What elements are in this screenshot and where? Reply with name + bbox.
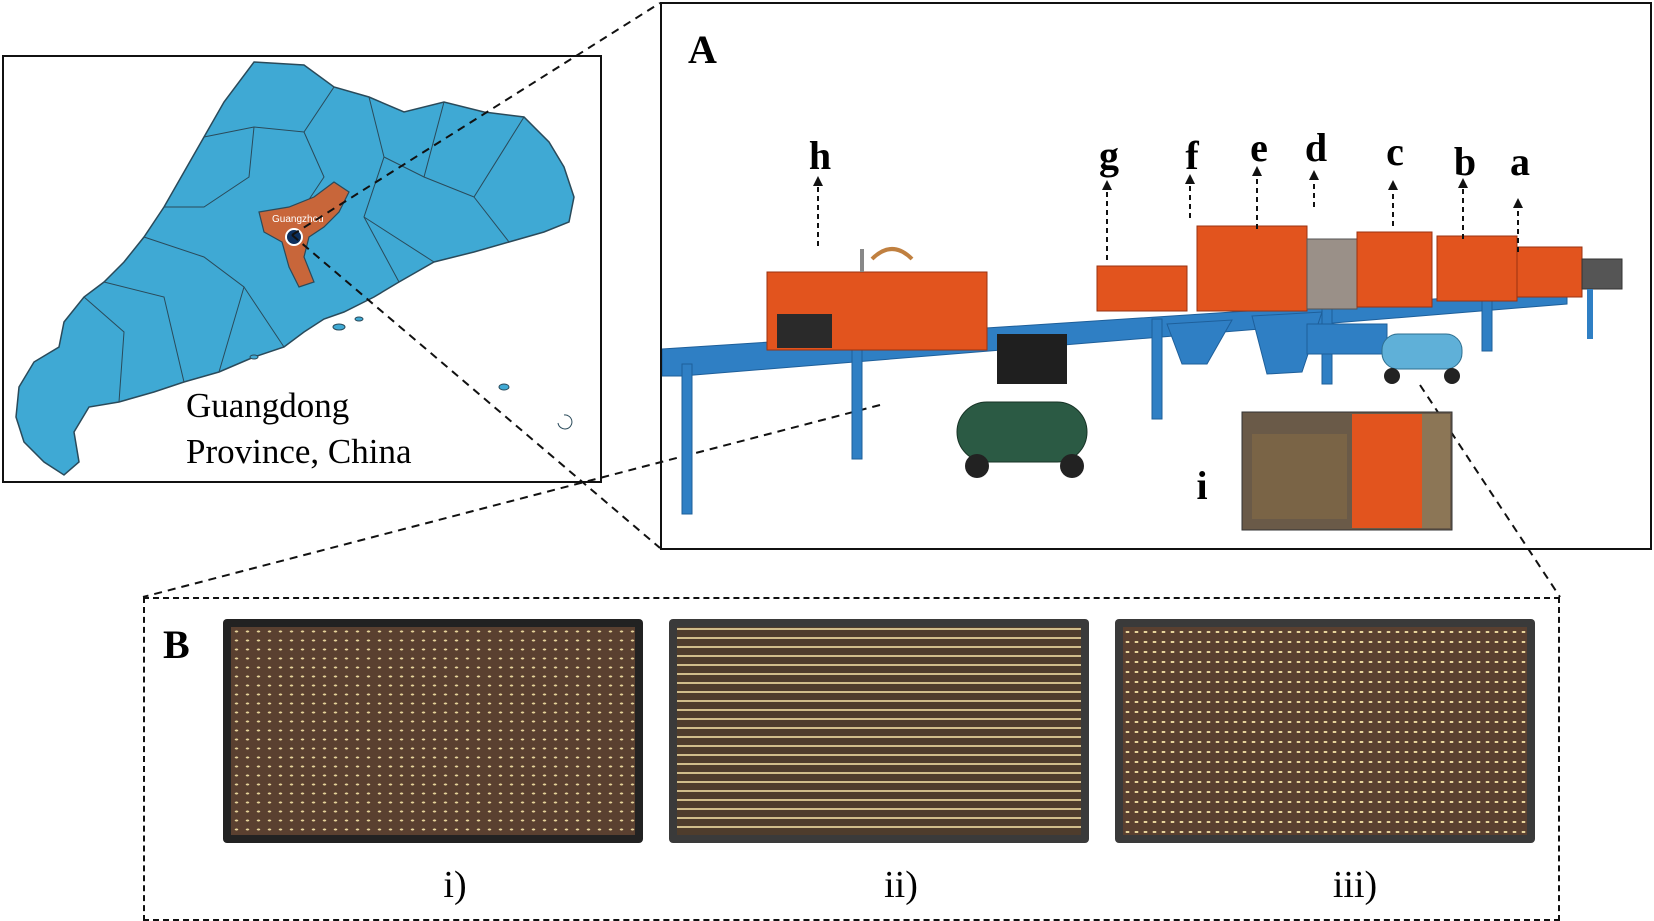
machine-c — [1436, 235, 1518, 302]
tray-ii — [669, 619, 1089, 843]
label-c: c — [1386, 129, 1404, 174]
machine-b — [1516, 246, 1583, 298]
tray-iii-soil — [1123, 627, 1527, 835]
inset-photo — [1241, 411, 1453, 531]
map-caption-line2: Province, China — [186, 432, 412, 471]
tray-i-soil — [231, 627, 635, 835]
label-g: g — [1099, 133, 1119, 178]
tray-iii — [1115, 619, 1535, 843]
panel-a: A — [660, 2, 1652, 550]
guangzhou-label: Guangzhou — [272, 214, 324, 225]
machine-h — [766, 247, 988, 351]
seeding-line-illustration — [662, 166, 1623, 531]
tray-ii-soil — [677, 627, 1081, 835]
conveyor-frame — [662, 291, 1568, 515]
machine-d — [1356, 231, 1433, 308]
label-e: e — [1250, 125, 1268, 170]
label-i: i — [1196, 463, 1208, 508]
panel-a-letter: A — [688, 27, 717, 72]
guangzhou-marker — [285, 228, 303, 246]
map-caption: Guangdong Province, China — [186, 383, 412, 475]
map-caption-line1: Guangdong — [186, 386, 350, 425]
tray-caption-i: i) — [443, 864, 467, 906]
label-d: d — [1304, 125, 1328, 170]
label-f: f — [1185, 133, 1199, 178]
machine-a — [1581, 258, 1623, 339]
machine-f — [1196, 225, 1308, 312]
compressor-right — [1381, 333, 1463, 384]
compressor-left — [956, 334, 1088, 478]
arrow-heads — [813, 166, 1523, 208]
machine-e — [1306, 238, 1358, 310]
label-a: a — [1510, 139, 1530, 184]
tray-caption-ii: ii) — [884, 864, 918, 906]
panel-b: B i) ii) iii) — [143, 597, 1560, 921]
machine-g — [1096, 265, 1188, 312]
label-b: b — [1453, 139, 1477, 184]
tray-i — [223, 619, 643, 843]
label-h: h — [808, 133, 832, 178]
panel-b-letter: B — [163, 622, 190, 667]
label-arrows — [817, 172, 1519, 260]
tray-caption-iii: iii) — [1332, 864, 1378, 906]
map-panel: Guangzhou Guangdong Province, China — [2, 55, 602, 483]
